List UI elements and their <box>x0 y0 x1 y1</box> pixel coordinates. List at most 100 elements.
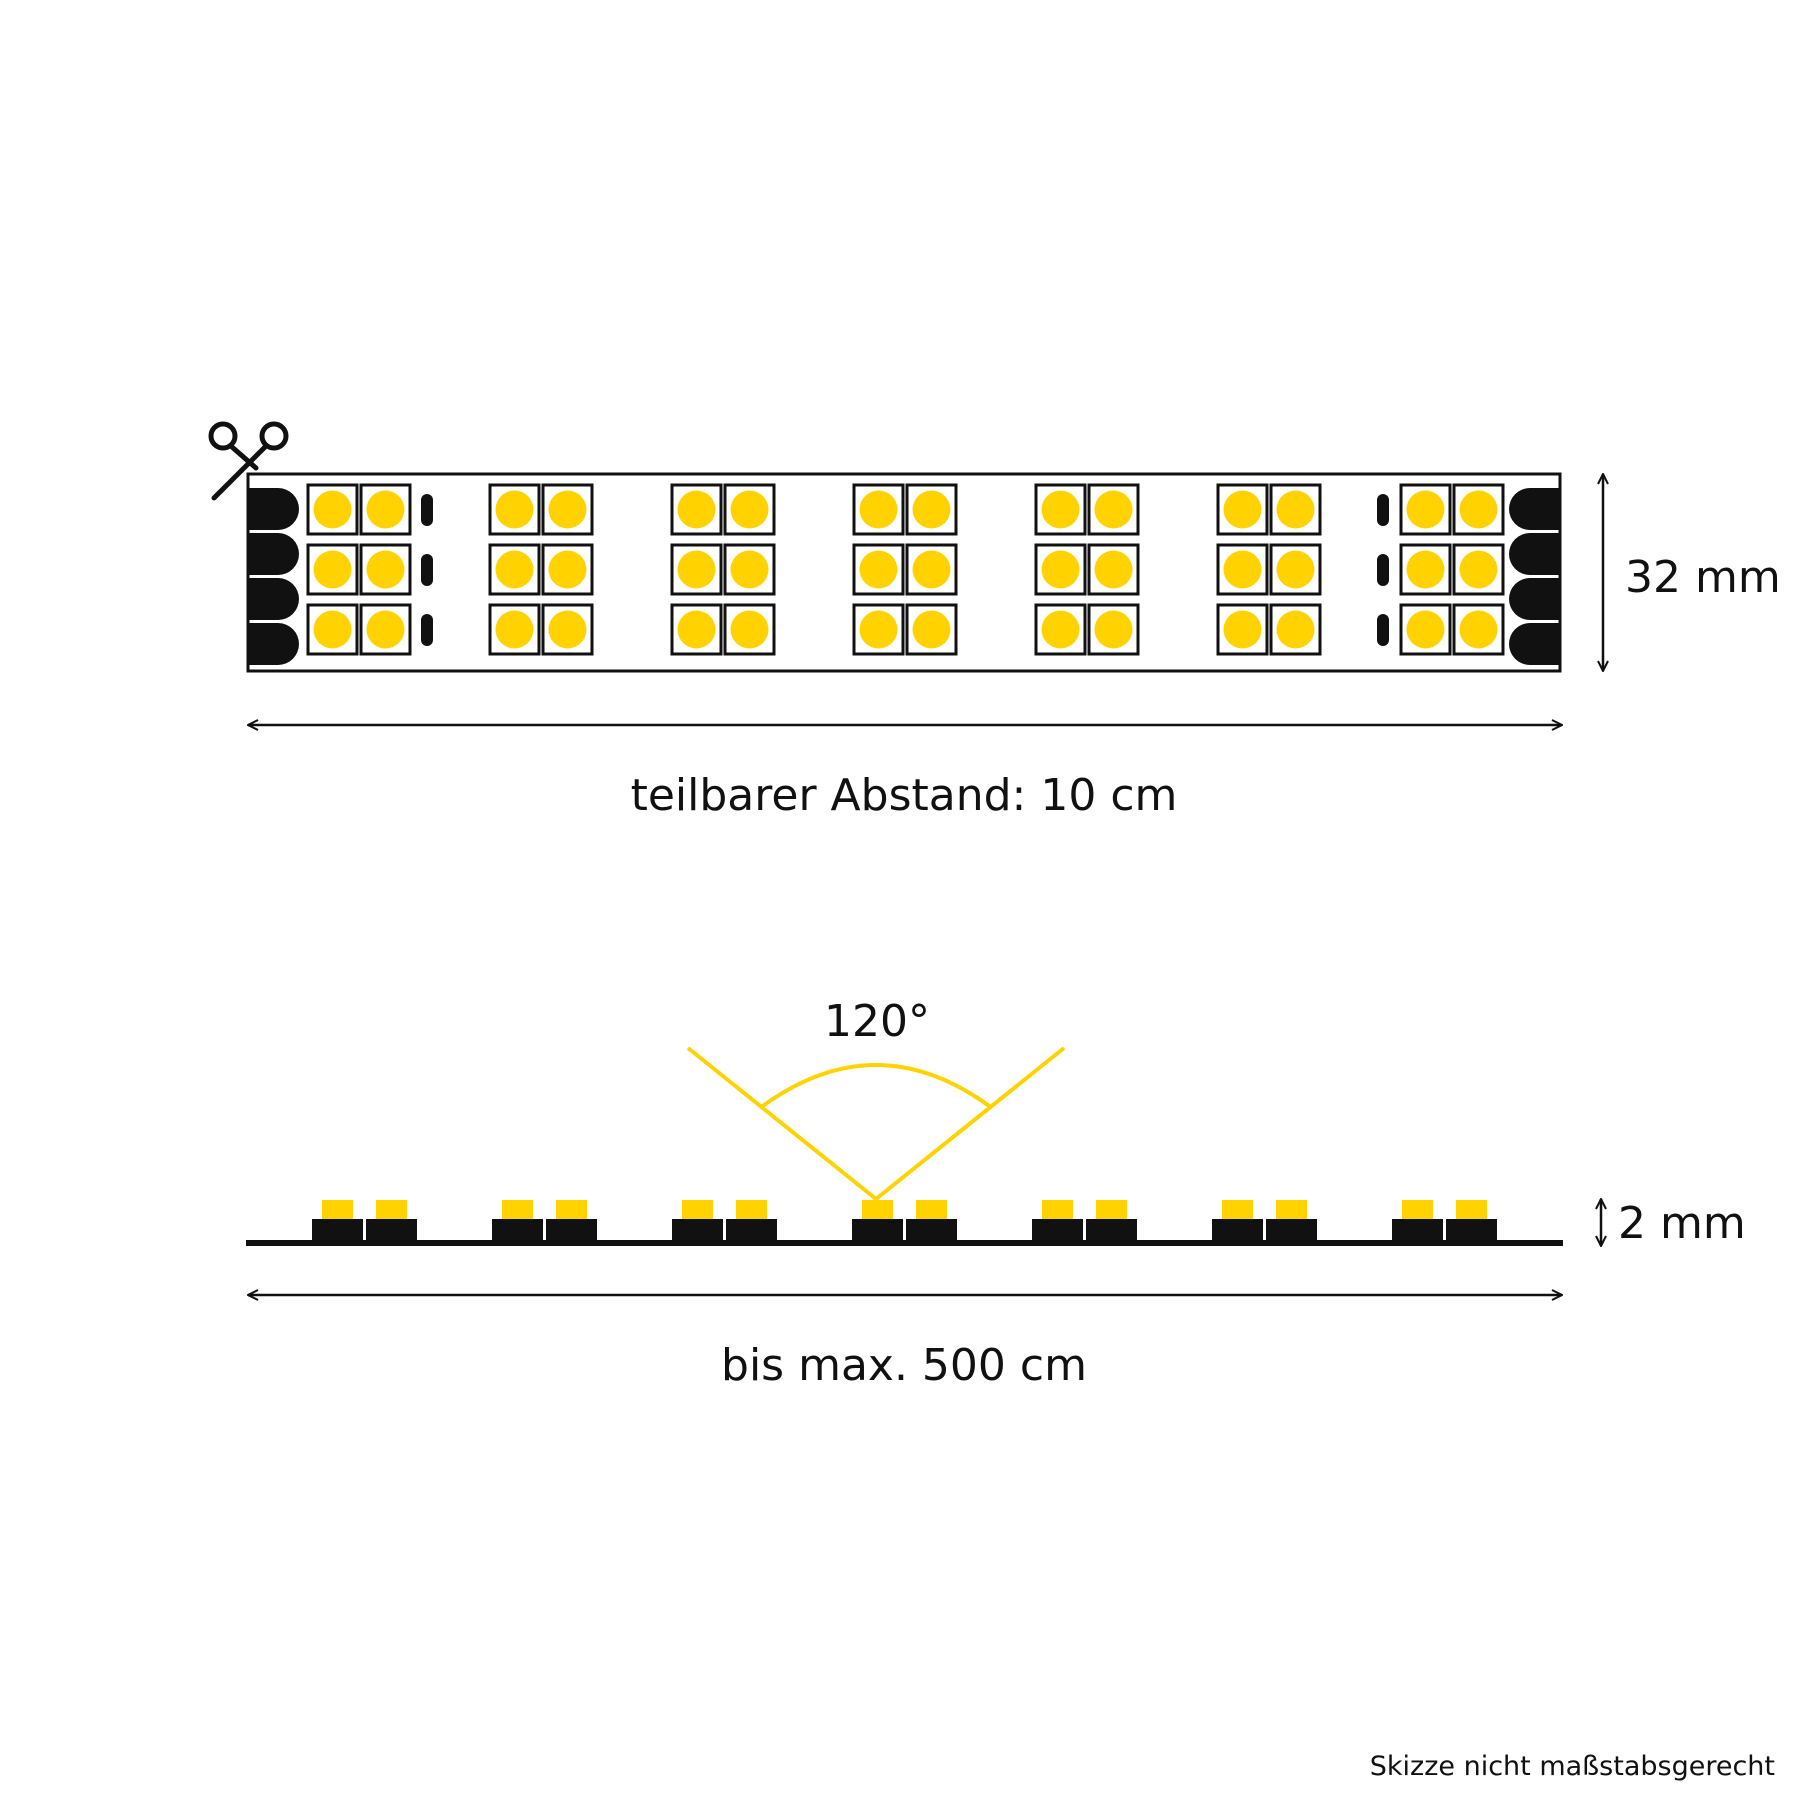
led-emitter <box>502 1200 533 1219</box>
solder-pad <box>1509 578 1560 620</box>
led-chip <box>1094 610 1133 649</box>
led-chip <box>1041 550 1080 589</box>
led-chip <box>495 610 534 649</box>
strip-base <box>246 1240 1563 1246</box>
cut-distance-label: teilbarer Abstand: 10 cm <box>631 770 1178 821</box>
led-chip <box>1459 610 1498 649</box>
led-chip <box>313 490 352 529</box>
led-chip <box>1276 610 1315 649</box>
led-chip <box>313 550 352 589</box>
led-body <box>1032 1219 1083 1241</box>
solder-pad <box>248 623 299 665</box>
led-body <box>1392 1219 1443 1241</box>
side-led-group <box>1212 1200 1317 1241</box>
side-led-group <box>672 1200 777 1241</box>
led-chip <box>1223 610 1262 649</box>
top-led-groups <box>306 483 1505 656</box>
led-group <box>1034 483 1140 656</box>
led-emitter <box>916 1200 947 1219</box>
height-label: 2 mm <box>1618 1198 1746 1249</box>
led-chip <box>1041 610 1080 649</box>
led-chip <box>495 490 534 529</box>
footnote: Skizze nicht maßstabsgerecht <box>1370 1751 1775 1782</box>
led-emitter <box>736 1200 767 1219</box>
led-body <box>546 1219 597 1241</box>
led-emitter <box>1276 1200 1307 1219</box>
led-emitter <box>1456 1200 1487 1219</box>
side-led-group <box>312 1200 417 1241</box>
led-group <box>852 483 958 656</box>
resistor <box>1377 494 1389 526</box>
led-chip <box>859 610 898 649</box>
length-label: bis max. 500 cm <box>721 1340 1087 1391</box>
led-chip <box>677 490 716 529</box>
led-emitter <box>682 1200 713 1219</box>
width-label: 32 mm <box>1625 552 1781 603</box>
led-chip <box>495 550 534 589</box>
led-chip <box>1459 550 1498 589</box>
scissors-icon <box>208 421 289 501</box>
solder-pad <box>248 488 299 530</box>
top-view: 32 mm teilbarer Abstand: 10 cm <box>208 421 1781 821</box>
led-group <box>1216 483 1322 656</box>
led-body <box>672 1219 723 1241</box>
led-body <box>1266 1219 1317 1241</box>
led-chip <box>1276 550 1315 589</box>
led-chip <box>366 550 405 589</box>
side-led-group <box>492 1200 597 1241</box>
led-chip <box>1223 550 1262 589</box>
led-emitter <box>556 1200 587 1219</box>
led-emitter <box>1402 1200 1433 1219</box>
resistor <box>421 554 433 586</box>
led-chip <box>1406 550 1445 589</box>
led-chip <box>1406 610 1445 649</box>
led-emitter <box>862 1200 893 1219</box>
solder-pad <box>1509 533 1560 575</box>
led-chip <box>548 490 587 529</box>
led-body <box>492 1219 543 1241</box>
led-chip <box>366 490 405 529</box>
led-chip <box>366 610 405 649</box>
led-chip <box>1223 490 1262 529</box>
led-chip <box>859 490 898 529</box>
led-body <box>1212 1219 1263 1241</box>
led-emitter <box>322 1200 353 1219</box>
resistors <box>421 494 1389 646</box>
side-led-group <box>852 1200 957 1241</box>
led-body <box>312 1219 363 1241</box>
resistor <box>1377 614 1389 646</box>
led-group <box>306 483 412 656</box>
led-chip <box>1094 550 1133 589</box>
solder-pad <box>248 578 299 620</box>
solder-pad <box>248 533 299 575</box>
led-chip <box>912 550 951 589</box>
led-chip <box>313 610 352 649</box>
led-chip <box>730 550 769 589</box>
led-chip <box>912 610 951 649</box>
led-group <box>1399 483 1505 656</box>
resistor <box>421 494 433 526</box>
led-body <box>726 1219 777 1241</box>
led-chip <box>1041 490 1080 529</box>
led-chip <box>730 610 769 649</box>
led-chip <box>912 490 951 529</box>
angle-label: 120° <box>824 996 930 1047</box>
led-group <box>670 483 776 656</box>
led-body <box>852 1219 903 1241</box>
led-chip <box>1276 490 1315 529</box>
led-emitter <box>1096 1200 1127 1219</box>
solder-pads <box>248 488 1560 665</box>
led-chip <box>1406 490 1445 529</box>
side-led-group <box>1032 1200 1137 1241</box>
led-body <box>366 1219 417 1241</box>
led-chip <box>1459 490 1498 529</box>
led-chip <box>730 490 769 529</box>
led-chip <box>677 550 716 589</box>
side-view: 120° 2 mm bis max. 500 cm <box>246 996 1746 1391</box>
resistor <box>421 614 433 646</box>
led-emitter <box>1042 1200 1073 1219</box>
led-chip <box>548 610 587 649</box>
led-chip <box>1094 490 1133 529</box>
led-body <box>1446 1219 1497 1241</box>
